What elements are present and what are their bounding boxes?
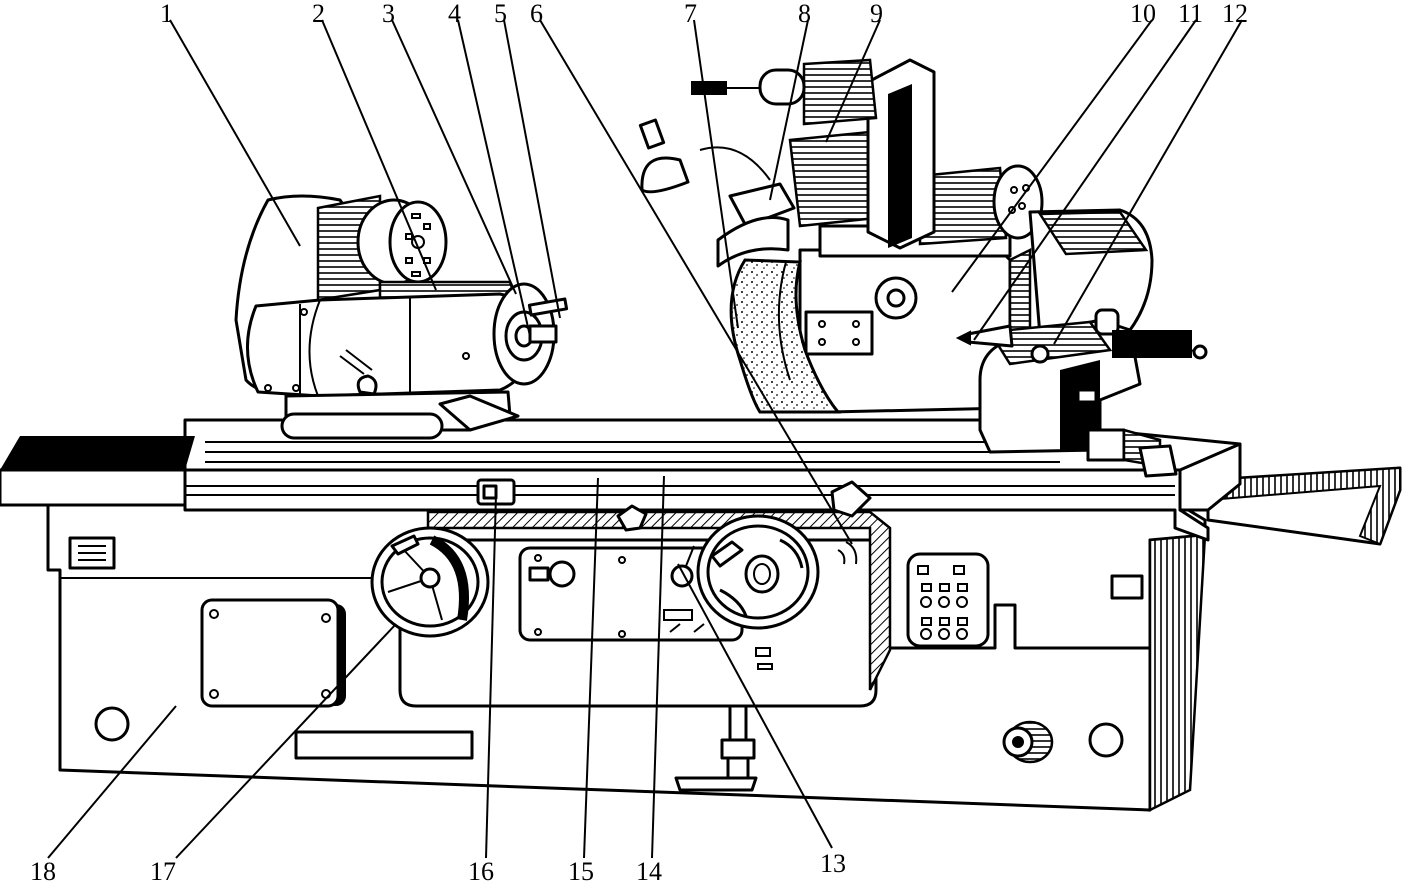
feed-lever[interactable] (616, 504, 648, 532)
access-cover (200, 598, 346, 708)
name-plate (294, 730, 474, 760)
bed-port-left (94, 706, 130, 742)
foot-pedal (674, 704, 758, 792)
callout-label-8: 8 (798, 0, 811, 28)
wheel-head (638, 58, 1044, 414)
bed-port-right (1088, 722, 1124, 758)
callout-label-13: 13 (820, 849, 846, 878)
callout-label-5: 5 (494, 0, 507, 28)
callout-leaders (47, 19, 1243, 859)
callout-label-16: 16 (468, 857, 494, 884)
bed-label-plate (68, 536, 116, 570)
bed-knob (1002, 720, 1054, 764)
callout-label-10: 10 (1130, 0, 1156, 28)
callout-label-6: 6 (530, 0, 543, 28)
callout-label-1: 1 (160, 0, 173, 28)
tailstock (955, 208, 1208, 454)
button-panel (906, 552, 990, 648)
callout-label-14: 14 (636, 857, 662, 884)
callout-label-12: 12 (1222, 0, 1248, 28)
table-reverse-dog[interactable] (830, 480, 872, 518)
callout-label-9: 9 (870, 0, 883, 28)
workhead (234, 194, 569, 440)
worktable (0, 418, 1402, 546)
callout-label-18: 18 (30, 857, 56, 884)
callout-label-4: 4 (448, 0, 461, 28)
callout-labels: 1 2 3 4 5 6 7 8 9 10 11 12 13 14 15 16 1… (30, 0, 1248, 884)
bed-small-window (1110, 574, 1144, 600)
cross-feed-handwheel[interactable] (696, 514, 820, 630)
callout-label-17: 17 (150, 857, 176, 884)
table-stop-dog[interactable] (476, 478, 516, 506)
callout-label-11: 11 (1178, 0, 1203, 28)
callout-label-7: 7 (684, 0, 697, 28)
callout-label-2: 2 (312, 0, 325, 28)
table-end-blocks (1086, 428, 1178, 478)
callout-label-3: 3 (382, 0, 395, 28)
table-traverse-handwheel[interactable] (370, 526, 490, 638)
callout-label-15: 15 (568, 857, 594, 884)
